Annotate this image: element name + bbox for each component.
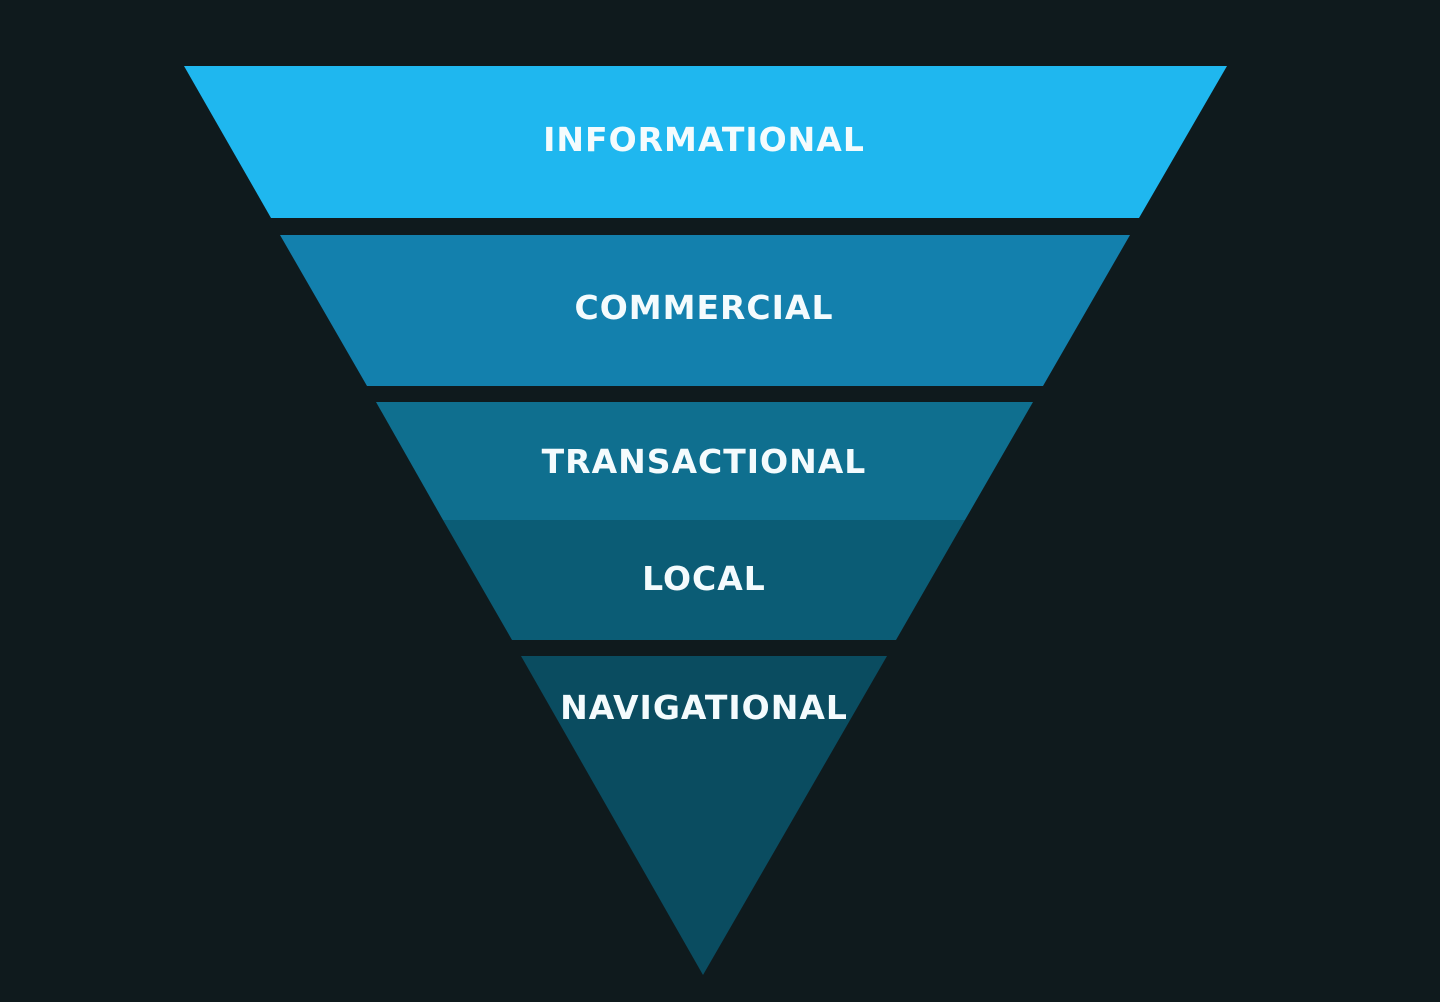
funnel-layer-informational xyxy=(184,66,1227,218)
layer-label-local: LOCAL xyxy=(642,559,766,598)
funnel-layer-commercial xyxy=(280,235,1130,386)
layer-label-commercial: COMMERCIAL xyxy=(574,288,834,327)
funnel-layer-local xyxy=(443,520,965,640)
layer-label-transactional: TRANSACTIONAL xyxy=(541,442,867,481)
funnel-layer-navigational xyxy=(521,656,887,975)
funnel-layer-transactional xyxy=(376,402,1033,520)
layer-label-informational: INFORMATIONAL xyxy=(543,120,865,159)
layer-label-navigational: NAVIGATIONAL xyxy=(560,688,848,727)
